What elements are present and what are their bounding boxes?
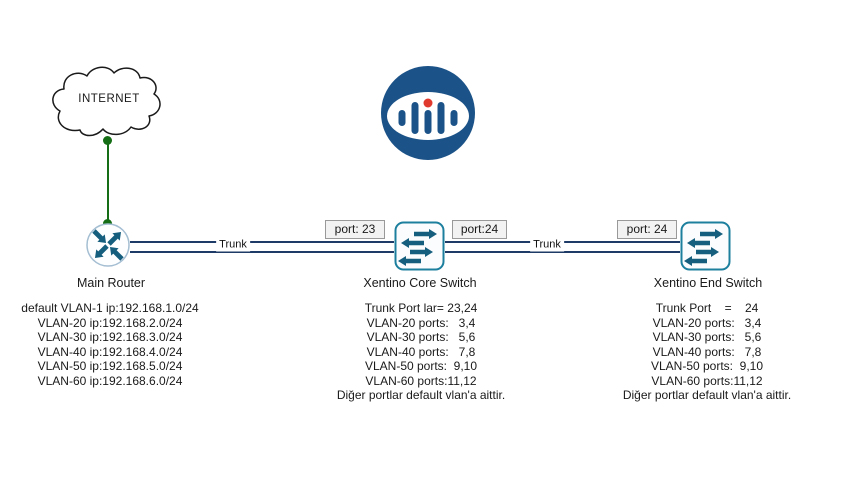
internet-cloud-node[interactable] [50,64,168,148]
link-endpoint-dot [103,136,112,145]
switch-icon [394,221,445,271]
core-switch-config-block: Trunk Port lar= 23,24 VLAN-20 ports: 3,4… [311,301,531,403]
config-line: VLAN-60 ip:192.168.6.0/24 [37,373,183,388]
router-node[interactable] [86,223,130,267]
end-switch-label: Xentino End Switch [653,276,763,290]
config-line: VLAN-30 ports: 5,6 [366,330,476,344]
port-label-end-left: port: 24 [617,220,677,239]
port-label-core-left: port: 23 [325,220,385,239]
config-line: VLAN-40 ports: 7,8 [366,344,476,359]
config-line: VLAN-40 ports: 7,8 [652,344,762,359]
core-switch-node[interactable] [394,221,445,271]
cloud-icon [52,66,161,137]
trunk-link-label: Trunk [530,238,564,252]
config-line: VLAN-60 ports:11,12 [651,373,763,388]
router-label: Main Router [76,276,146,290]
config-line: Trunk Port = 24 [655,301,759,315]
config-line: VLAN-50 ports: 9,10 [364,359,478,373]
router-config-block: default VLAN-1 ip:192.168.1.0/24 VLAN-20… [0,301,220,388]
core-switch-label: Xentino Core Switch [363,276,477,290]
switch-icon [680,221,731,271]
xentino-logo-icon [381,66,475,160]
internet-router-link [107,140,109,224]
config-line: VLAN-20 ports: 3,4 [366,315,476,330]
trunk-link-router-core [130,241,394,253]
config-line: Trunk Port lar= 23,24 [364,301,478,315]
config-line: VLAN-20 ip:192.168.2.0/24 [37,315,183,330]
config-line: VLAN-40 ip:192.168.4.0/24 [37,344,183,359]
internet-label: INTERNET [78,93,140,105]
config-line: VLAN-30 ports: 5,6 [652,330,762,344]
xentino-logo [380,65,476,161]
config-line: Diğer portlar default vlan'a aittir. [336,388,506,402]
config-line: VLAN-50 ports: 9,10 [650,359,764,373]
config-line: VLAN-60 ports:11,12 [365,373,477,388]
config-line: VLAN-30 ip:192.168.3.0/24 [37,330,183,344]
config-line: Diğer portlar default vlan'a aittir. [622,388,792,402]
end-switch-config-block: Trunk Port = 24 VLAN-20 ports: 3,4 VLAN-… [597,301,817,403]
config-line: VLAN-50 ip:192.168.5.0/24 [37,359,183,373]
end-switch-node[interactable] [680,221,731,271]
port-label-core-right: port:24 [452,220,507,239]
config-line: default VLAN-1 ip:192.168.1.0/24 [21,301,199,315]
config-line: VLAN-20 ports: 3,4 [652,315,762,330]
trunk-link-label: Trunk [216,238,250,252]
router-icon [86,223,130,267]
